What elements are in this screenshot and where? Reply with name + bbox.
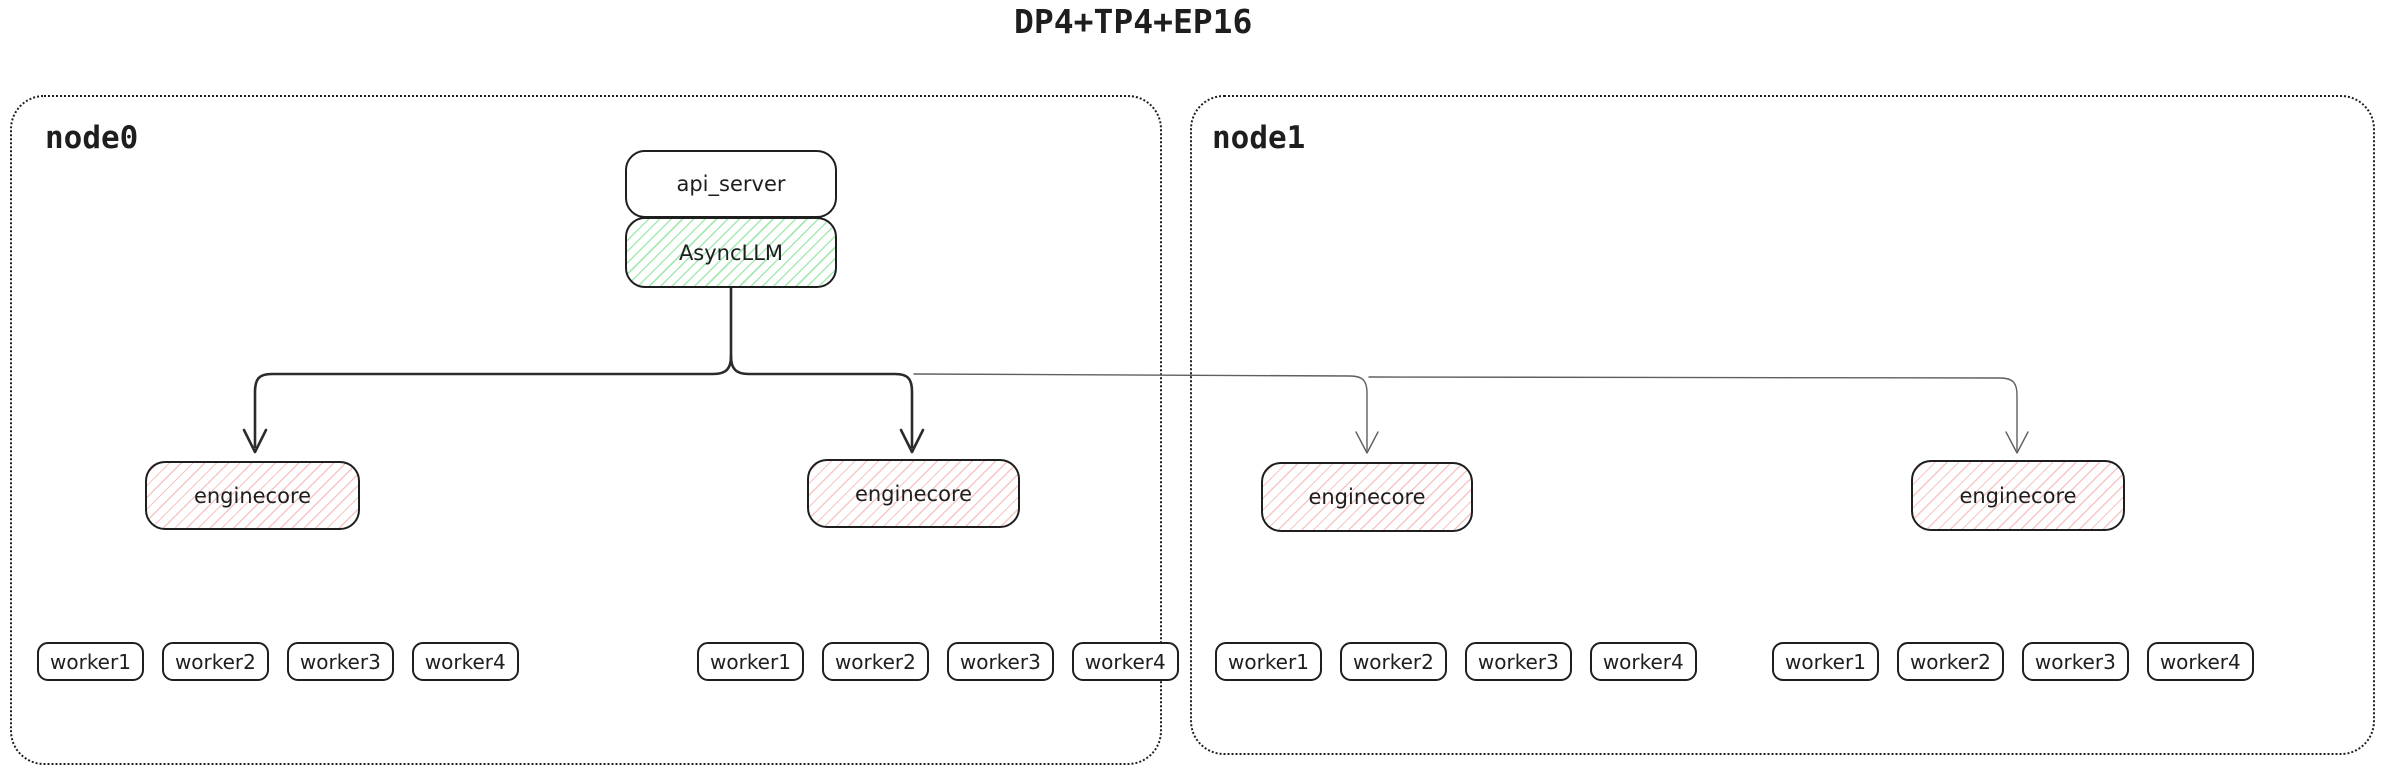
worker-box: worker4 <box>1589 642 1697 681</box>
asyncllm-box: AsyncLLM <box>625 217 837 288</box>
worker-box: worker2 <box>1896 642 2004 681</box>
worker-box: worker2 <box>821 642 929 681</box>
worker-box: worker1 <box>37 642 144 681</box>
worker-box: worker4 <box>1071 642 1179 681</box>
worker-box: worker4 <box>411 642 519 681</box>
worker-box: worker4 <box>2146 642 2254 681</box>
node0-label: node0 <box>45 120 139 156</box>
node1-label: node1 <box>1212 120 1306 156</box>
worker-box: worker3 <box>1464 642 1572 681</box>
worker-box: worker2 <box>161 642 269 681</box>
enginecore-box: enginecore <box>1911 460 2125 531</box>
api-server-box: api_server <box>625 150 837 218</box>
worker-group-node1-ec2: worker1 worker2 worker3 worker4 <box>1772 642 2254 681</box>
enginecore-box: enginecore <box>1261 462 1473 532</box>
worker-group-node1-ec1: worker1 worker2 worker3 worker4 <box>1215 642 1697 681</box>
diagram-title: DP4+TP4+EP16 <box>1014 2 1253 41</box>
worker-box: worker3 <box>286 642 394 681</box>
worker-box: worker1 <box>1772 642 1879 681</box>
worker-box: worker1 <box>1215 642 1322 681</box>
worker-box: worker3 <box>946 642 1054 681</box>
worker-box: worker2 <box>1339 642 1447 681</box>
worker-group-node0-ec2: worker1 worker2 worker3 worker4 <box>697 642 1179 681</box>
enginecore-box: enginecore <box>807 459 1020 528</box>
worker-group-node0-ec1: worker1 worker2 worker3 worker4 <box>37 642 519 681</box>
worker-box: worker1 <box>697 642 804 681</box>
enginecore-box: enginecore <box>145 461 360 530</box>
worker-box: worker3 <box>2021 642 2129 681</box>
